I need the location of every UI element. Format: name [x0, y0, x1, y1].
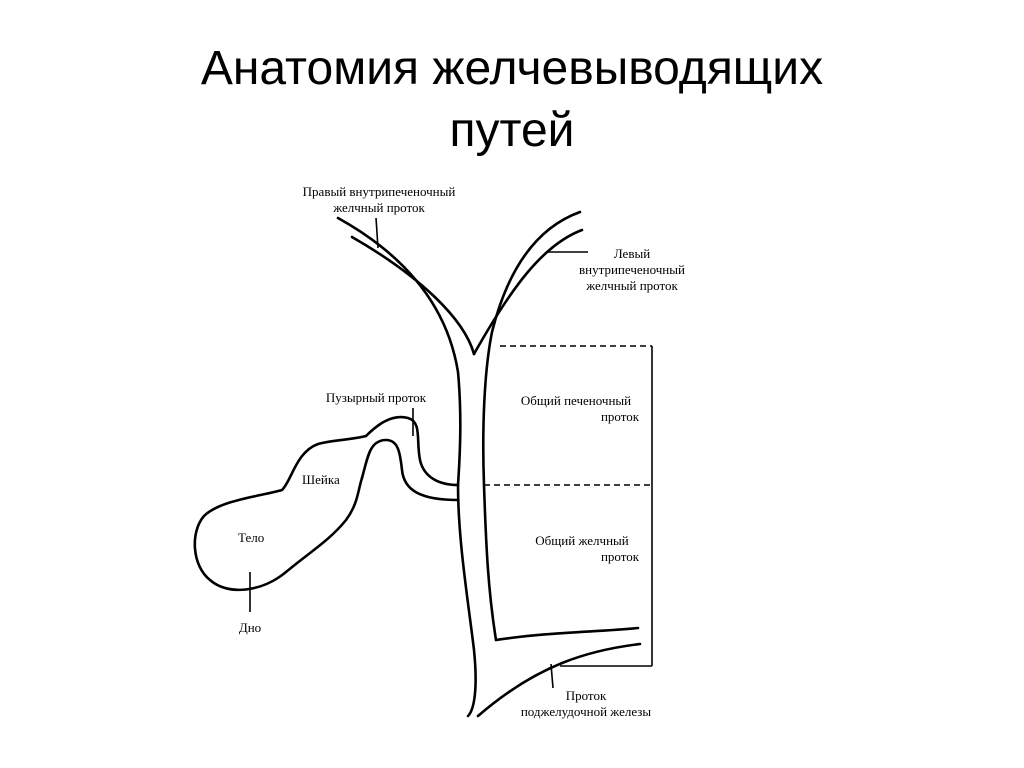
label-common-bile-1: Общий желчный — [535, 533, 628, 548]
label-right-intrahepatic-1: Правый внутрипеченочный — [303, 184, 456, 199]
pancreatic-duct-lower-wall — [476, 642, 642, 718]
gallbladder-outline — [193, 434, 368, 592]
cystic-duct-lower-wall — [360, 438, 460, 502]
label-cystic-duct: Пузырный проток — [326, 390, 427, 405]
leader-pancreatic — [550, 663, 554, 689]
label-pancreatic-1: Проток — [566, 688, 607, 703]
slide-title-line-1: Анатомия желчевыводящих — [200, 42, 824, 95]
duct-outlines — [193, 210, 642, 718]
diagram-labels: Правый внутрипеченочный желчный проток Л… — [238, 184, 685, 719]
slide-title-line-2: путей — [449, 104, 575, 157]
left-duct-outer-wall — [481, 210, 582, 642]
leader-lines — [249, 217, 588, 689]
duct-level-markers — [484, 345, 653, 667]
right-duct-inner-wall — [350, 235, 476, 356]
label-left-intrahepatic-1: Левый — [614, 246, 650, 261]
label-neck: Шейка — [302, 472, 340, 487]
right-duct-outer-wall — [336, 216, 462, 487]
label-pancreatic-2: поджелудочной железы — [521, 704, 652, 719]
label-common-bile-2: проток — [601, 549, 640, 564]
label-left-intrahepatic-3: желчный проток — [585, 278, 678, 293]
label-common-hepatic-1: Общий печеночный — [521, 393, 631, 408]
label-fundus: Дно — [239, 620, 261, 635]
label-body: Тело — [238, 530, 264, 545]
pancreatic-duct-upper-wall — [494, 626, 640, 642]
label-common-hepatic-2: проток — [601, 409, 640, 424]
cystic-duct-upper-wall — [364, 415, 460, 487]
left-duct-inner-wall — [472, 228, 584, 356]
slide-title: Анатомия желчевыводящих путей — [0, 38, 1024, 162]
label-left-intrahepatic-2: внутрипеченочный — [579, 262, 685, 277]
common-duct-left-wall — [456, 483, 477, 718]
label-right-intrahepatic-2: желчный проток — [332, 200, 425, 215]
leader-right-intrahepatic — [375, 217, 379, 249]
